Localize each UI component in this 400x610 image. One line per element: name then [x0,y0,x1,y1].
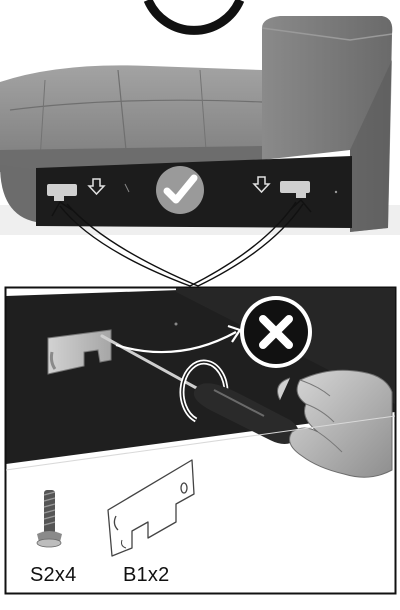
x-mark-circle-icon [240,296,312,368]
bracket-quantity-label: B1x2 [123,564,169,587]
checkmark-circle-icon [156,166,204,214]
screw-quantity-label: S2x4 [30,564,76,587]
detail-panel [6,288,396,594]
step-number-circle [148,0,240,30]
